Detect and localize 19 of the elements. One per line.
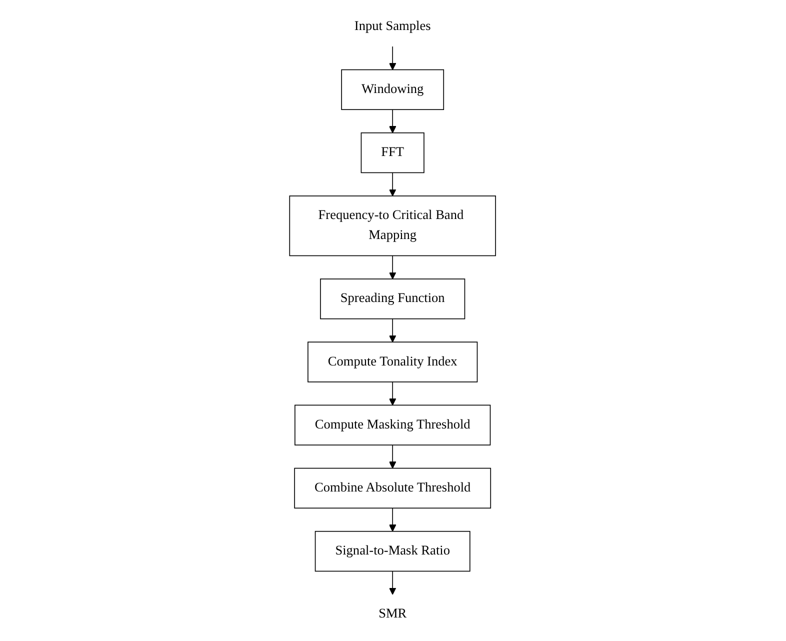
node-box: Compute Tonality Index: [308, 342, 478, 382]
node-box: Frequency-to Critical Band Mapping: [290, 196, 496, 256]
node-box: FFT: [361, 132, 425, 174]
node-box: Compute Masking Threshold: [294, 404, 492, 446]
arrow: [389, 109, 397, 134]
node-box: Combine Absolute Threshold: [294, 468, 492, 509]
arrow: [389, 570, 397, 595]
node-box: Spreading Function: [320, 278, 466, 320]
node-text: SMR: [378, 606, 408, 622]
node-box: Signal-to-Mask Ratio: [315, 530, 471, 572]
node-box: Windowing: [342, 69, 444, 110]
arrow: [389, 255, 397, 280]
node-text: Input Samples: [354, 19, 432, 34]
arrow: [389, 508, 397, 532]
arrow: [389, 46, 397, 70]
arrow: [389, 318, 397, 342]
arrow: [389, 444, 397, 469]
arrow: [389, 382, 397, 406]
arrow: [389, 172, 397, 196]
